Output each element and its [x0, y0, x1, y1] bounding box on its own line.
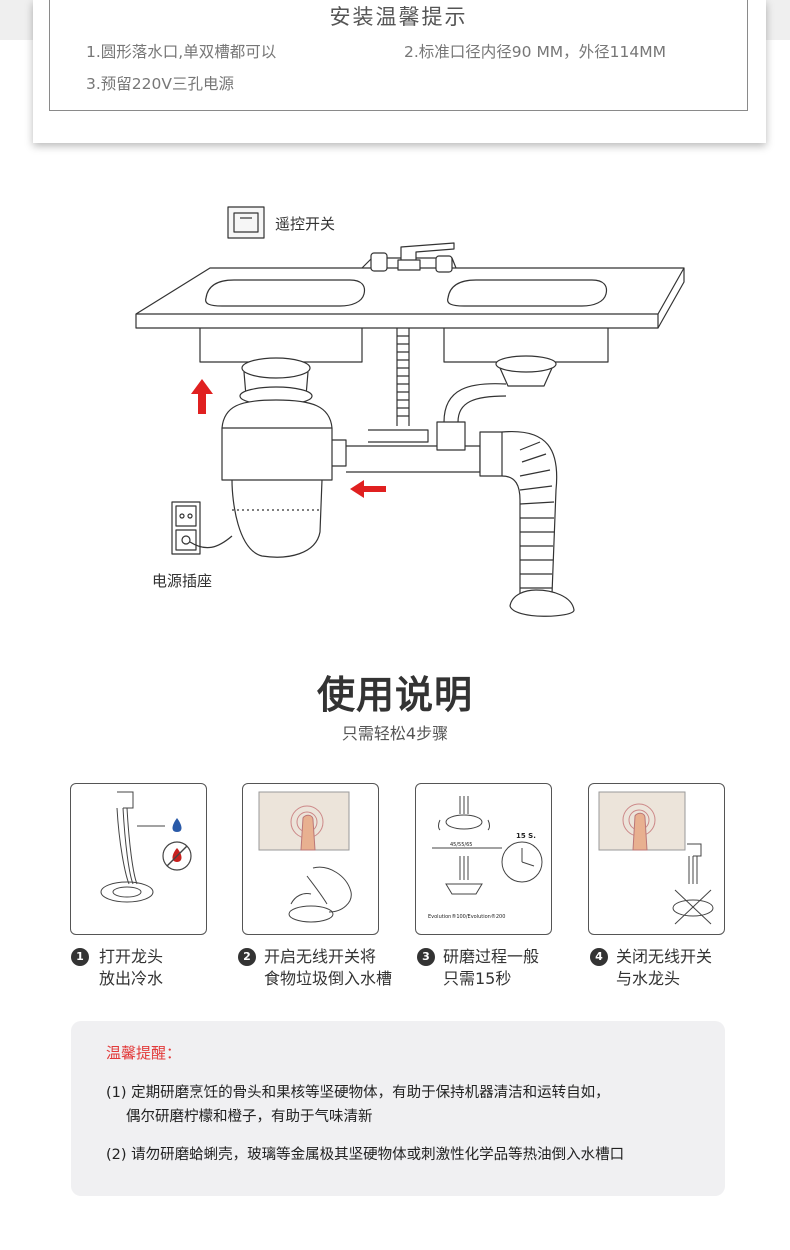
remote-switch-icon: [227, 206, 265, 239]
step-2-text-line1: 开启无线开关将: [264, 947, 377, 966]
sink-basins-drawing: [199, 328, 609, 363]
arrow-up-red: [191, 379, 213, 414]
step-4-illustration: [588, 783, 725, 935]
install-notice-card: 安装温馨提示 1.圆形落水口,单双槽都可以 2.标准口径内径90 MM，外径11…: [33, 0, 766, 143]
install-notice-item-1: 1.圆形落水口,单双槽都可以: [86, 43, 277, 61]
install-notice-title: 安装温馨提示: [329, 5, 468, 29]
step3-model-a-text: 45/55/65: [450, 842, 472, 848]
faucet-drawing: [370, 242, 455, 273]
step-3-number: 3: [417, 948, 435, 966]
step-3-illustration: 15 S. 45/55/65 Evolution®100/Evolution®2…: [415, 783, 552, 935]
step-3-text-line2: 只需15秒: [443, 969, 512, 988]
power-socket-label: 电源插座: [152, 572, 213, 590]
switch-off-icon: [598, 791, 714, 925]
grinding-timer-icon: 15 S. 45/55/65 Evolution®100/Evolution®2…: [428, 796, 543, 920]
step3-model-b-text: Evolution®100/Evolution®200: [428, 913, 505, 920]
step-1-text-line1: 打开龙头: [99, 947, 164, 966]
step-1-text-line2: 放出冷水: [99, 969, 164, 988]
installation-diagram-drawing: [135, 206, 685, 617]
direction-arrows: [191, 379, 386, 498]
step-3-text-line1: 研磨过程一般: [443, 947, 540, 966]
step-1-illustration: [70, 783, 207, 935]
step-4-number: 4: [590, 948, 608, 966]
step-2-illustration: [242, 783, 379, 935]
step-4-text-line2: 与水龙头: [616, 969, 681, 988]
remote-switch-label: 遥控开关: [275, 215, 336, 233]
tip-1-line1: (1) 定期研磨烹饪的骨头和果核等坚硬物体，有助于保持机器清洁和运转自如，: [106, 1085, 610, 1101]
install-notice-item-2: 2.标准口径内径90 MM，外径114MM: [404, 43, 667, 61]
drain-hose-drawing: [443, 355, 575, 617]
tips-title: 温馨提醒：: [106, 1044, 182, 1062]
arrow-left-red: [350, 480, 386, 498]
garbage-disposer-drawing: [221, 357, 333, 558]
installation-diagram: 遥控开关 电源插座: [0, 150, 790, 630]
step3-timer-text: 15 S.: [516, 832, 536, 840]
dishwasher-hose-drawing: [396, 328, 410, 426]
step-2-text-line2: 食物垃圾倒入水槽: [264, 969, 393, 988]
install-notice-item-3: 3.预留220V三孔电源: [86, 75, 234, 93]
tips-box: 温馨提醒： (1) 定期研磨烹饪的骨头和果核等坚硬物体，有助于保持机器清洁和运转…: [71, 1021, 725, 1196]
step-4-text-line1: 关闭无线开关: [616, 947, 713, 966]
faucet-water-icon: [100, 791, 192, 903]
step-2-number: 2: [238, 948, 256, 966]
step-1-number: 1: [71, 948, 89, 966]
discharge-pipe-drawing: [332, 421, 503, 477]
switch-press-icon: [258, 791, 352, 923]
install-notice-box: 安装温馨提示 1.圆形落水口,单双槽都可以 2.标准口径内径90 MM，外径11…: [49, 0, 748, 111]
usage-subtitle: 只需轻松4步骤: [341, 724, 449, 743]
power-socket-icon: [171, 501, 233, 555]
usage-title: 使用说明: [316, 673, 473, 717]
tip-2: (2) 请勿研磨蛤蜊壳，玻璃等金属极其坚硬物体或刺激性化学品等热油倒入水槽口: [106, 1147, 625, 1163]
tip-1-line2: 偶尔研磨柠檬和橙子，有助于气味清新: [126, 1109, 373, 1125]
